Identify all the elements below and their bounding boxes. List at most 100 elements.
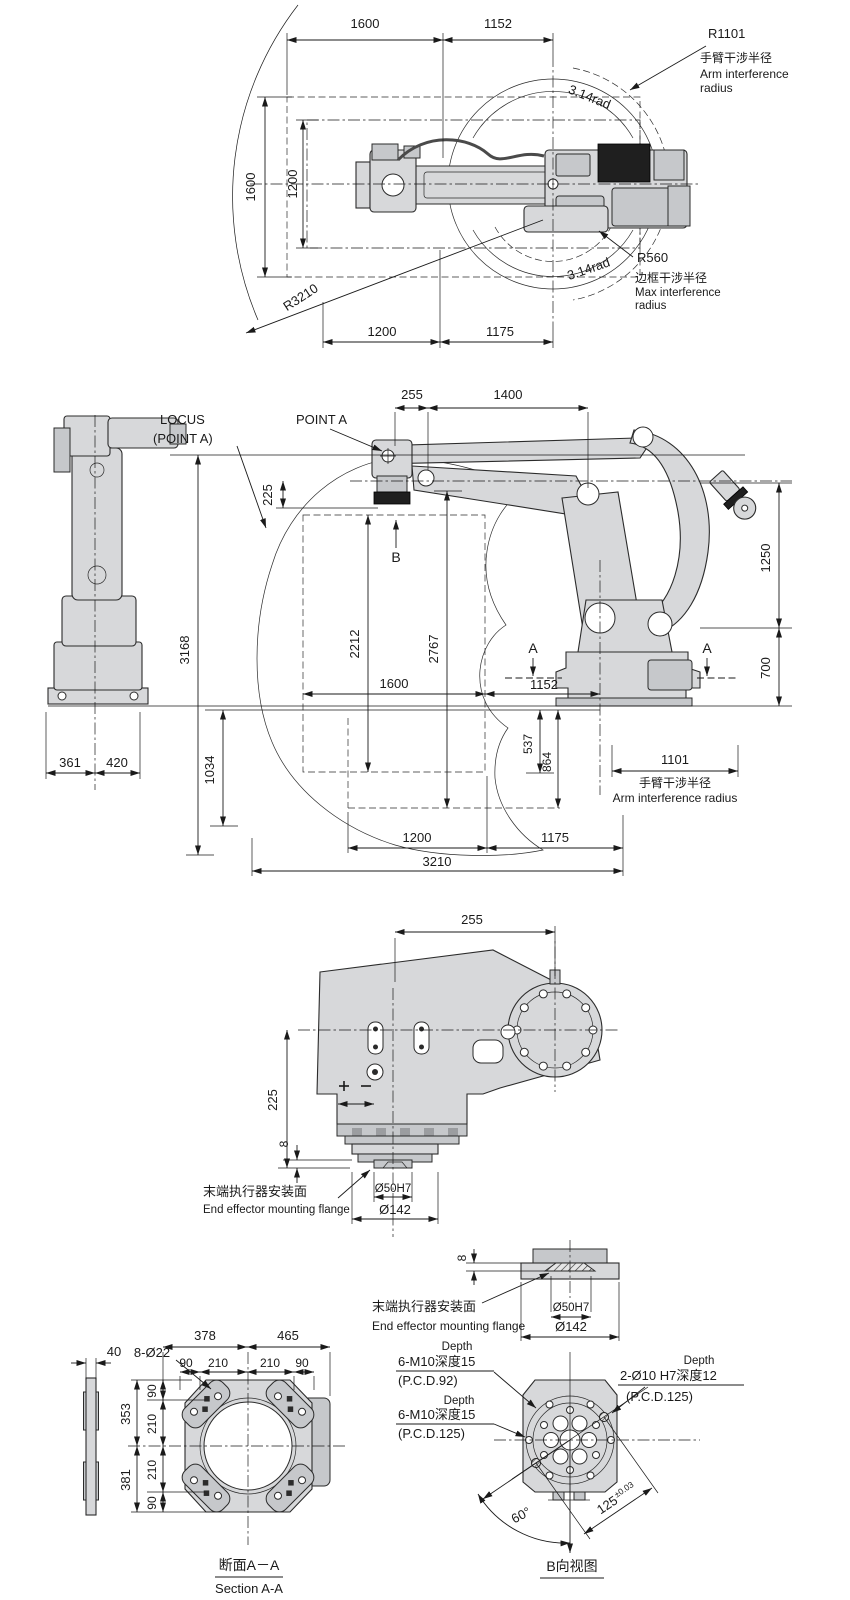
dim-side-1034: 1034 — [202, 756, 217, 785]
label-r1101-en1: Arm interference — [700, 67, 789, 81]
caption-section-aa-en: Section A-A — [215, 1581, 283, 1596]
dim-side-700: 700 — [758, 657, 773, 679]
label-m10-pcd92: 6-M10深度15 — [398, 1354, 475, 1369]
dim-side-1101: 1101 — [661, 752, 689, 767]
dim-wrist-d50: Ø50H7 — [375, 1183, 411, 1195]
label-point-a: POINT A — [296, 412, 347, 427]
label-r560-en2: radius — [635, 300, 667, 312]
dim-aa-40: 40 — [107, 1344, 121, 1359]
label-1101-zh: 手臂干涉半径 — [639, 776, 711, 790]
wrist-silhouette — [316, 949, 603, 1169]
dim-side-1250: 1250 — [758, 544, 773, 573]
flange-plate-side — [83, 1377, 99, 1516]
label-depth-2: Depth — [444, 1395, 475, 1407]
dim-aa-90d: 90 — [145, 1496, 159, 1510]
label-depth-3: Depth — [684, 1355, 715, 1367]
optional-wrist-glyph — [709, 470, 757, 520]
label-r1101-zh: 手臂干涉半径 — [700, 51, 772, 65]
dim-wrist-d142: Ø142 — [379, 1202, 411, 1217]
caption-section-aa-zh: 断面A－A — [219, 1557, 280, 1573]
dim-aa-378: 378 — [194, 1328, 216, 1343]
label-flange-zh: 末端执行器安装面 — [203, 1184, 307, 1199]
label-section-a-right: A — [702, 640, 712, 656]
label-flange2-en: End effector mounting flange — [372, 1319, 526, 1333]
b-view: Depth 6-M10深度15 (P.C.D.92) Depth 6-M10深度… — [396, 1341, 744, 1579]
label-pin: 2-Ø10 H7深度12 — [620, 1368, 717, 1383]
dim-aa-381: 381 — [118, 1469, 133, 1491]
label-pin-pcd: (P.C.D.125) — [626, 1389, 693, 1404]
dim-aa-90c: 90 — [145, 1384, 159, 1398]
label-m10-pcd125: 6-M10深度15 — [398, 1407, 475, 1422]
dim-aa-90b: 90 — [295, 1356, 309, 1370]
dim-side-537: 537 — [521, 734, 535, 754]
robot-top-silhouette — [355, 138, 691, 233]
dim-aa-210c: 210 — [145, 1414, 159, 1434]
robot-folded-side-silhouette — [47, 415, 187, 705]
dim-top-1152: 1152 — [484, 16, 512, 31]
dim-side-1400: 1400 — [494, 387, 523, 402]
dim-side-3168: 3168 — [177, 636, 192, 665]
label-flange-en: End effector mounting flange — [203, 1204, 350, 1216]
dim-side-2767: 2767 — [426, 635, 441, 664]
label-r1101: R1101 — [708, 26, 745, 41]
label-pcd92: (P.C.D.92) — [398, 1373, 458, 1388]
dim-side-420: 420 — [106, 755, 128, 770]
dim-aa-210d: 210 — [145, 1460, 159, 1480]
pcd125-bolts — [525, 1400, 615, 1480]
label-locus-2: (POINT A) — [153, 431, 213, 446]
top-view: 1600 1152 R1101 手臂干涉半径 Arm interference … — [232, 4, 789, 348]
label-1101-en: Arm interference radius — [613, 791, 738, 805]
dim-side-225: 225 — [260, 484, 275, 506]
dim-side-b1175: 1175 — [541, 830, 569, 845]
dim-aa-465: 465 — [277, 1328, 299, 1343]
robot-side-silhouette — [371, 426, 710, 707]
dim-wrist-225: 225 — [265, 1089, 280, 1111]
adjust-symbols — [338, 1081, 374, 1107]
dim-aa-353: 353 — [118, 1403, 133, 1425]
dim-bottom-1175: 1175 — [486, 324, 514, 339]
dim-aa-90a: 90 — [179, 1356, 193, 1370]
dim-side-3210: 3210 — [423, 854, 452, 869]
dim-wrist-255: 255 — [461, 912, 483, 927]
dim-side-361: 361 — [59, 755, 81, 770]
bolt-pad — [181, 1379, 231, 1429]
wrist-detail-view: 255 225 8 末端执行器安装面 End effector mounting… — [203, 912, 618, 1237]
label-rad-top: 3.14rad — [566, 82, 613, 112]
dim-wrist-8: 8 — [277, 1140, 291, 1147]
dim-side-1600: 1600 — [380, 676, 409, 691]
label-depth-1: Depth — [442, 1341, 473, 1353]
dim-side-1152: 1152 — [530, 677, 558, 692]
bolt-pad — [265, 1379, 315, 1429]
label-r560-en1: Max interference — [635, 287, 721, 299]
dim-left-1600: 1600 — [243, 173, 258, 202]
label-flange2-zh: 末端执行器安装面 — [372, 1299, 476, 1314]
label-r560: R560 — [637, 250, 668, 265]
label-b-arrow: B — [391, 549, 400, 565]
dim-side-b1200: 1200 — [403, 830, 432, 845]
dim-flange-d142: Ø142 — [555, 1319, 587, 1334]
label-r3210: R3210 — [280, 281, 320, 314]
dim-bottom-1200: 1200 — [368, 324, 397, 339]
label-section-a-left: A — [528, 640, 538, 656]
dim-side-255: 255 — [401, 387, 423, 402]
label-aa-holes: 8-Ø22 — [134, 1345, 170, 1360]
dim-left-1200: 1200 — [285, 170, 300, 199]
label-locus-1: LOCUS — [160, 412, 205, 427]
dim-aa-210a: 210 — [208, 1356, 228, 1370]
bolt-pad — [181, 1463, 231, 1513]
dim-top-1600: 1600 — [351, 16, 380, 31]
caption-b-view: B向视图 — [546, 1558, 597, 1574]
bolt-pad — [265, 1463, 315, 1513]
label-r560-zh: 边框干涉半径 — [635, 271, 707, 285]
dim-flange-8: 8 — [455, 1254, 469, 1261]
label-pcd125: (P.C.D.125) — [398, 1426, 465, 1441]
section-aa-view: 40 8-Ø22 378 465 90 210 210 90 353 381 9… — [71, 1328, 348, 1596]
dim-angle-60: 60° — [509, 1504, 533, 1526]
dim-aa-210b: 210 — [260, 1356, 280, 1370]
dim-side-2212: 2212 — [347, 630, 362, 659]
flange-section-view: 8 末端执行器安装面 End effector mounting flange … — [372, 1240, 620, 1341]
dim-flange-d50: Ø50H7 — [553, 1302, 589, 1314]
dim-side-864: 864 — [540, 752, 554, 772]
